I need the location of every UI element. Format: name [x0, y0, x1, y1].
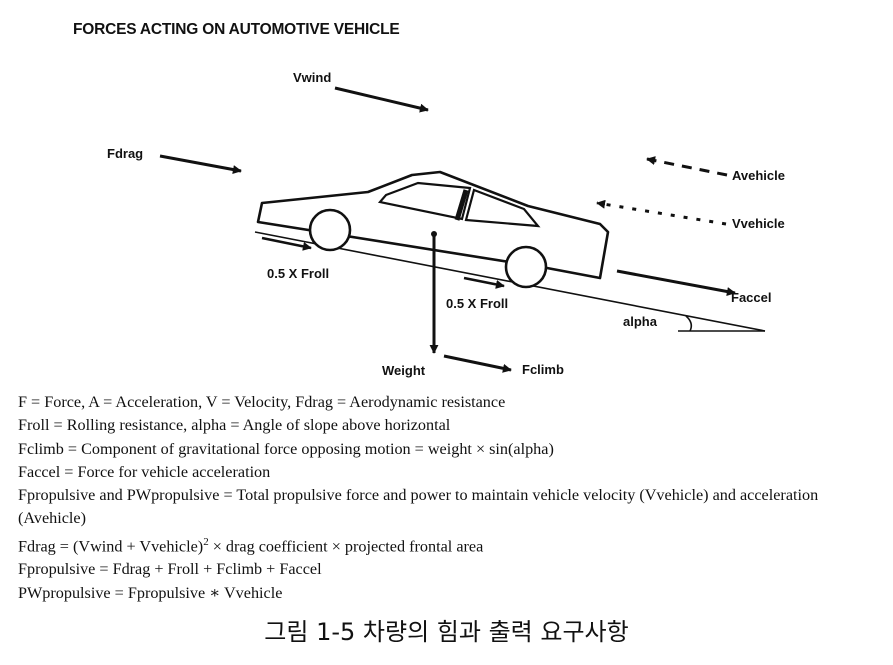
center-of-gravity [431, 231, 437, 237]
figure-caption: 그림 1-5 차량의 힘과 출력 요구사항 [264, 618, 629, 646]
vwind-arrow [334, 86, 429, 113]
vvehicle-arrow [596, 199, 727, 226]
fdrag-formula-rhs: × drag coefficient × projected frontal a… [208, 537, 484, 556]
car-window-front [464, 188, 541, 228]
fclimb-label: Fclimb [522, 362, 564, 377]
fdrag-label: Fdrag [107, 146, 143, 161]
froll-rear-arrow [261, 236, 312, 251]
definition-line: PWpropulsive = Fpropulsive ∗ Vvehicle [18, 583, 283, 602]
definitions-block: F = Force, A = Acceleration, V = Velocit… [18, 391, 888, 605]
diagram-title: FORCES ACTING ON AUTOMOTIVE VEHICLE [73, 21, 400, 38]
definition-line: Fclimb = Component of gravitational forc… [18, 439, 554, 458]
definition-line: Fpropulsive = Fdrag + Froll + Fclimb + F… [18, 560, 322, 579]
avehicle-label: Avehicle [732, 168, 785, 183]
rear-wheel [308, 208, 352, 252]
definition-line: Fpropulsive and PWpropulsive = Total pro… [18, 486, 819, 528]
froll-front-arrow [463, 276, 505, 289]
froll-front-label: 0.5 X Froll [446, 296, 508, 311]
fdrag-arrow [159, 154, 242, 174]
avehicle-arrow [646, 156, 728, 177]
definition-line: F = Force, A = Acceleration, V = Velocit… [18, 393, 506, 411]
front-wheel [504, 245, 548, 289]
definition-line: Fdrag = (Vwind + Vvehicle)2 × drag coeff… [18, 531, 888, 559]
vwind-label: Vwind [293, 70, 331, 85]
froll-rear-label: 0.5 X Froll [267, 266, 329, 281]
faccel-arrow [616, 269, 736, 296]
vvehicle-label: Vvehicle [732, 216, 785, 231]
faccel-label: Faccel [731, 290, 771, 305]
car [256, 170, 610, 289]
definition-line: Froll = Rolling resistance, alpha = Angl… [18, 416, 451, 435]
fdrag-formula-lhs: Fdrag = (Vwind + Vvehicle) [18, 537, 204, 556]
alpha-label: alpha [623, 314, 658, 329]
weight-label: Weight [382, 363, 426, 378]
fclimb-arrow [443, 354, 512, 373]
fdrag-formula-exponent: 2 [203, 535, 209, 548]
diagram-canvas: FORCES ACTING ON AUTOMOTIVE VEHICLE Vwin… [73, 21, 785, 378]
car-window-rear [377, 181, 472, 221]
definition-line: Faccel = Force for vehicle acceleration [18, 462, 271, 481]
